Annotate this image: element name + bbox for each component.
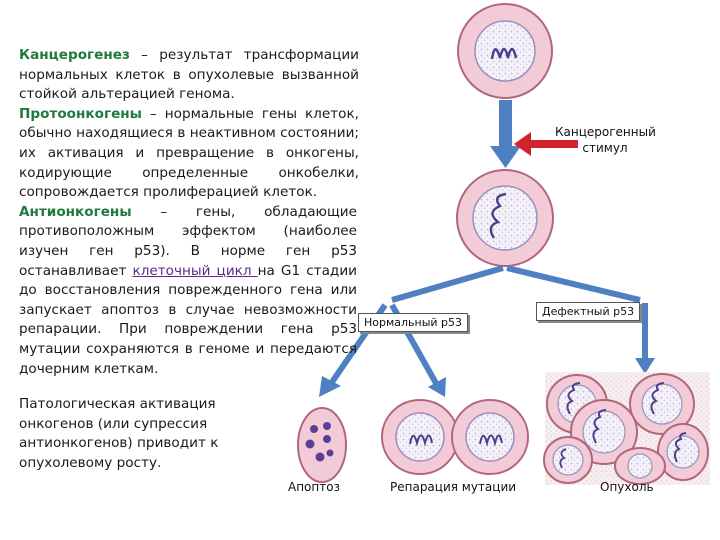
cell-normal-top <box>457 3 553 99</box>
arrow-down-stimulus <box>490 100 521 168</box>
def-antioncogenes-2: на G1 стадии до восстановления поврежден… <box>19 262 357 377</box>
stimulus-label: Канцерогенный стимул <box>555 125 656 155</box>
term-carcinogenesis: Канцерогенез <box>19 47 130 63</box>
repair-label: Репарация мутации <box>390 480 517 494</box>
def-antioncogenes-1: – гены, обладающие противоположным эффек… <box>19 203 357 279</box>
tumor-label: Опухоль <box>600 480 654 494</box>
apoptosis-label: Апоптоз <box>288 480 340 494</box>
term-protooncogenes: Протоонкогены <box>19 105 142 122</box>
normal-p53-label: Нормальный p53 <box>358 313 469 332</box>
cell-apoptotic <box>297 407 347 483</box>
arrow-carcinogen-stimulus <box>514 132 578 156</box>
cell-cycle-link[interactable]: клеточный цикл <box>132 262 258 279</box>
cell-damaged-middle <box>456 169 554 267</box>
term-antioncogenes: Антионкогены <box>19 203 132 220</box>
tumor-cluster <box>543 372 710 485</box>
definitions-text: Канцерогенез – результат трансформации н… <box>19 46 359 379</box>
paragraph-carcinogenesis: Канцерогенез – результат трансформации н… <box>19 46 359 105</box>
paragraph-pathology: Патологическая активация онкогенов (или … <box>19 396 219 471</box>
paragraph-protooncogenes: Протоонкогены – нормальные гены клеток, … <box>19 105 359 203</box>
defective-p53-label: Дефектный p53 <box>536 302 641 321</box>
paragraph-antioncogenes: Антионкогены – гены, обладающие противоп… <box>19 203 357 379</box>
def-carcinogenesis: – результат трансформации нормальных кле… <box>19 47 359 103</box>
cell-repair-right <box>451 399 529 475</box>
pathology-text-block: Патологическая активация онкогенов (или … <box>19 395 269 473</box>
cell-repair-left <box>381 399 459 475</box>
def-protooncogenes: – нормальные гены клеток, обычно находящ… <box>19 105 359 201</box>
